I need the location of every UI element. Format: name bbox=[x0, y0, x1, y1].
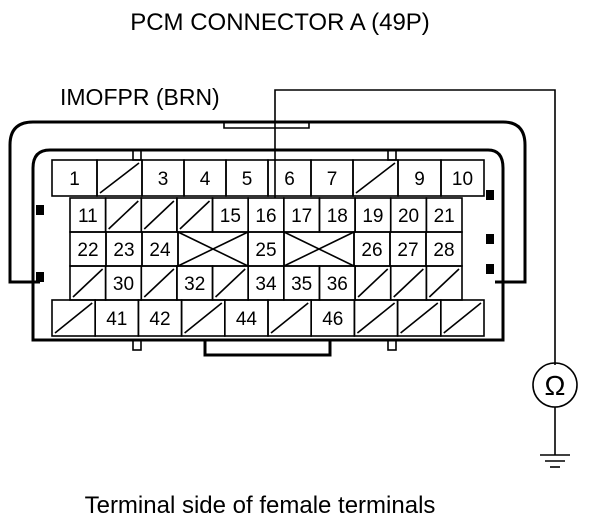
terminal-cell: 32 bbox=[176, 265, 214, 301]
terminal-number: 46 bbox=[322, 309, 343, 330]
terminal-cell: 34 bbox=[247, 265, 285, 301]
terminal-number: 26 bbox=[361, 240, 382, 261]
terminal-blank bbox=[389, 265, 428, 301]
terminal-blank bbox=[267, 299, 313, 337]
terminal-cell: 4 bbox=[183, 159, 227, 197]
terminal-number: 19 bbox=[362, 206, 383, 227]
terminal-number: 20 bbox=[398, 206, 419, 227]
terminal-number: 23 bbox=[113, 240, 134, 261]
terminal-blank bbox=[353, 299, 399, 337]
terminal-number: 36 bbox=[327, 274, 348, 295]
terminal-number: 41 bbox=[106, 309, 127, 330]
terminal-number: 32 bbox=[184, 274, 205, 295]
terminal-blank bbox=[352, 159, 399, 197]
terminal-cell: 27 bbox=[389, 231, 427, 267]
terminal-number: 42 bbox=[149, 309, 170, 330]
terminal-cell: 15 bbox=[211, 197, 249, 233]
terminal-number: 5 bbox=[242, 169, 253, 190]
terminal-cell: 30 bbox=[104, 265, 143, 301]
terminal-number: 44 bbox=[236, 309, 258, 330]
wire-label: IMOFPR (BRN) bbox=[60, 84, 220, 110]
terminal-cell: 21 bbox=[425, 197, 463, 233]
terminal-number: 7 bbox=[327, 169, 338, 190]
terminal-number: 35 bbox=[291, 274, 312, 295]
terminal-number: 25 bbox=[255, 240, 276, 261]
terminal-number: 30 bbox=[113, 274, 134, 295]
terminal-cell: 10 bbox=[440, 159, 485, 197]
ground-icon bbox=[540, 407, 570, 468]
terminal-number: 22 bbox=[77, 240, 98, 261]
terminal-number: 27 bbox=[397, 240, 418, 261]
terminal-cell: 16 bbox=[247, 197, 285, 233]
terminal-blank bbox=[51, 299, 97, 337]
terminal-cell: 7 bbox=[310, 159, 354, 197]
terminal-number: 34 bbox=[255, 274, 277, 295]
terminal-cell: 3 bbox=[141, 159, 185, 197]
terminal-cell: 46 bbox=[310, 299, 356, 337]
terminal-cell: 35 bbox=[283, 265, 321, 301]
terminal-cell: 23 bbox=[105, 231, 143, 267]
terminal-number: 9 bbox=[414, 169, 425, 190]
terminal-cell: 25 bbox=[247, 231, 285, 267]
terminal-cell: 28 bbox=[425, 231, 463, 267]
terminal-number: 16 bbox=[255, 206, 276, 227]
terminal-number: 11 bbox=[78, 206, 98, 227]
terminal-cell: 26 bbox=[353, 231, 391, 267]
terminal-blank bbox=[180, 299, 226, 337]
ohmmeter-icon: Ω bbox=[532, 362, 578, 408]
terminal-blank bbox=[140, 265, 178, 301]
terminal-cell: 41 bbox=[94, 299, 140, 337]
connector-housing bbox=[8, 120, 527, 357]
terminal-number: 3 bbox=[158, 169, 169, 190]
terminal-void bbox=[283, 231, 355, 267]
terminal-cell: 24 bbox=[141, 231, 179, 267]
terminal-number: 4 bbox=[200, 169, 211, 190]
terminal-blank bbox=[104, 197, 143, 233]
terminal-cell: 17 bbox=[283, 197, 321, 233]
terminal-blank bbox=[211, 265, 249, 301]
terminal-cell: 19 bbox=[354, 197, 392, 233]
terminal-number: 17 bbox=[291, 206, 312, 227]
terminal-number: 1 bbox=[69, 169, 80, 190]
terminal-number: 21 bbox=[434, 206, 455, 227]
terminal-cell: 9 bbox=[397, 159, 442, 197]
terminal-cell: 44 bbox=[224, 299, 269, 337]
terminal-blank bbox=[69, 265, 107, 301]
terminal-void bbox=[177, 231, 249, 267]
terminal-blank bbox=[354, 265, 392, 301]
terminal-number: 24 bbox=[149, 240, 171, 261]
terminal-cell: 36 bbox=[318, 265, 356, 301]
terminal-cell: 18 bbox=[318, 197, 356, 233]
terminal-cell: 22 bbox=[69, 231, 107, 267]
terminal-blank bbox=[396, 299, 442, 337]
diagram-title: PCM CONNECTOR A (49P) bbox=[130, 9, 430, 36]
terminal-blank bbox=[425, 265, 463, 301]
terminal-blank bbox=[176, 197, 214, 233]
probe-wire bbox=[274, 89, 556, 365]
terminal-blank bbox=[140, 197, 178, 233]
terminal-cell: 11 bbox=[69, 197, 107, 233]
terminal-cell: 5 bbox=[225, 159, 269, 197]
terminal-number: 28 bbox=[433, 240, 454, 261]
terminal-cell: 20 bbox=[389, 197, 428, 233]
terminal-cell: 42 bbox=[137, 299, 183, 337]
terminal-number: 15 bbox=[220, 206, 241, 227]
terminal-blank bbox=[96, 159, 143, 197]
terminal-number: 6 bbox=[284, 169, 295, 190]
diagram-caption: Terminal side of female terminals bbox=[85, 492, 436, 519]
terminal-number: 10 bbox=[452, 169, 473, 190]
terminal-number: 18 bbox=[327, 206, 348, 227]
ohm-symbol: Ω bbox=[545, 370, 566, 401]
terminal-cell: 1 bbox=[51, 159, 98, 197]
terminal-blank bbox=[439, 299, 485, 337]
